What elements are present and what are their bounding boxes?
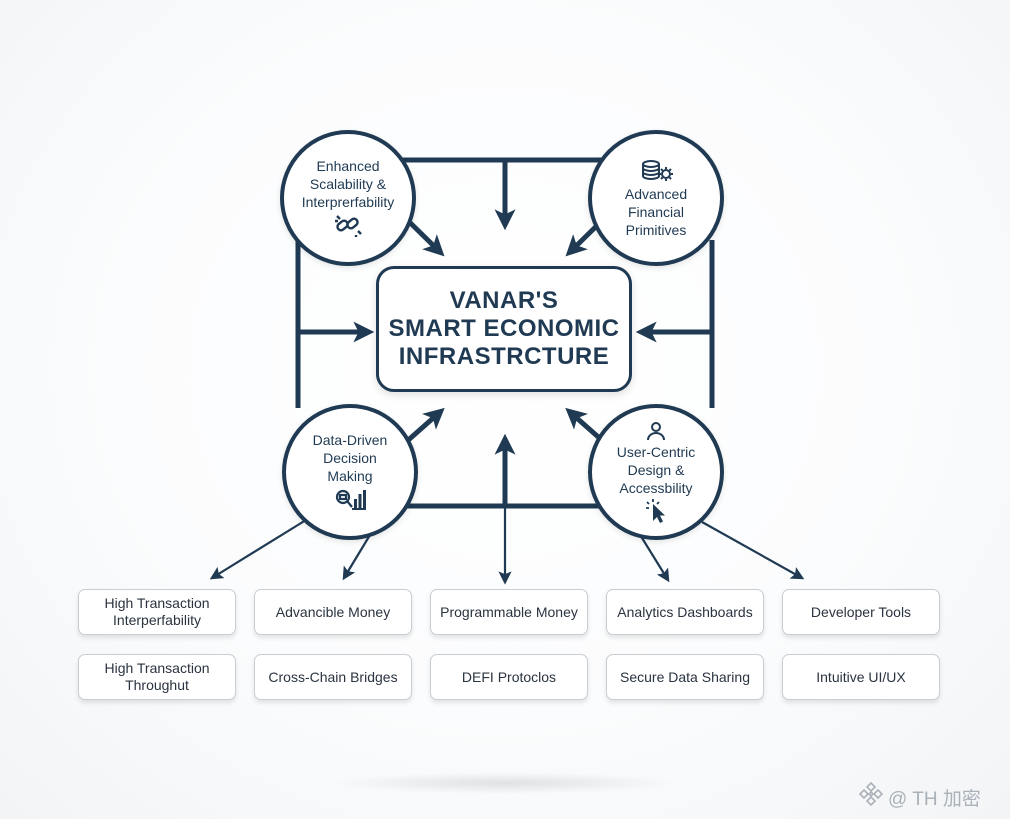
- node-label-line: Data-Driven: [312, 432, 388, 448]
- central-title-line-3: INFRASTRCTURE: [398, 343, 610, 370]
- coins-gear-icon: [639, 159, 673, 183]
- card-high-transaction-interperfability: High Transaction Interperfability: [78, 589, 236, 635]
- node-label-line: Scalability &: [309, 176, 387, 192]
- central-title-line-2: SMART ECONOMIC: [388, 315, 620, 342]
- card-high-transaction-throughut: High Transaction Throughut: [78, 654, 236, 700]
- node-label-line: Accessbility: [619, 480, 693, 496]
- central-title-line-1: VANAR'S: [449, 287, 559, 314]
- card-intuitive-ui-ux: Intuitive UI/UX: [782, 654, 940, 700]
- watermark: @ TH 加密: [858, 781, 981, 813]
- cursor-click-icon: [643, 499, 669, 523]
- magnifier-chart-icon: [334, 487, 366, 511]
- card-programmable-money: Programmable Money: [430, 589, 588, 635]
- node-data-driven: Data-Driven Decision Making: [282, 404, 418, 540]
- node-label-line: Interprerfability: [301, 194, 395, 210]
- node-label-line: User-Centric: [616, 444, 696, 460]
- card-analytics-dashboards: Analytics Dashboards: [606, 589, 764, 635]
- watermark-text: @ TH 加密: [888, 788, 981, 810]
- node-label-line: Primitives: [625, 222, 687, 238]
- card-advancible-money: Advancible Money: [254, 589, 412, 635]
- node-label-line: Design &: [627, 462, 685, 478]
- binance-diamond-icon: [858, 781, 884, 813]
- chain-link-icon: [334, 213, 362, 237]
- central-title-box: VANAR'S SMART ECONOMIC INFRASTRCTURE: [376, 266, 632, 392]
- node-label-line: Financial: [627, 204, 685, 220]
- card-secure-data-sharing: Secure Data Sharing: [606, 654, 764, 700]
- node-enhanced-scalability: Enhanced Scalability & Interprerfability: [280, 130, 416, 266]
- node-label-line: Making: [327, 468, 373, 484]
- node-label-line: Enhanced: [316, 158, 380, 174]
- arrow-to-card-1: [209, 519, 307, 580]
- outer-frame: [295, 157, 715, 509]
- node-advanced-financial: Advanced Financial Primitives: [588, 130, 724, 266]
- node-user-centric: User-Centric Design & Accessbility: [588, 404, 724, 540]
- card-defi-protoclos: DEFI Protoclos: [430, 654, 588, 700]
- node-label-line: Advanced: [624, 186, 688, 202]
- user-icon: [646, 421, 666, 441]
- floor-shadow: [330, 772, 680, 794]
- card-cross-chain-bridges: Cross-Chain Bridges: [254, 654, 412, 700]
- node-label-line: Decision: [323, 450, 377, 466]
- arrow-to-card-5: [701, 521, 805, 580]
- card-developer-tools: Developer Tools: [782, 589, 940, 635]
